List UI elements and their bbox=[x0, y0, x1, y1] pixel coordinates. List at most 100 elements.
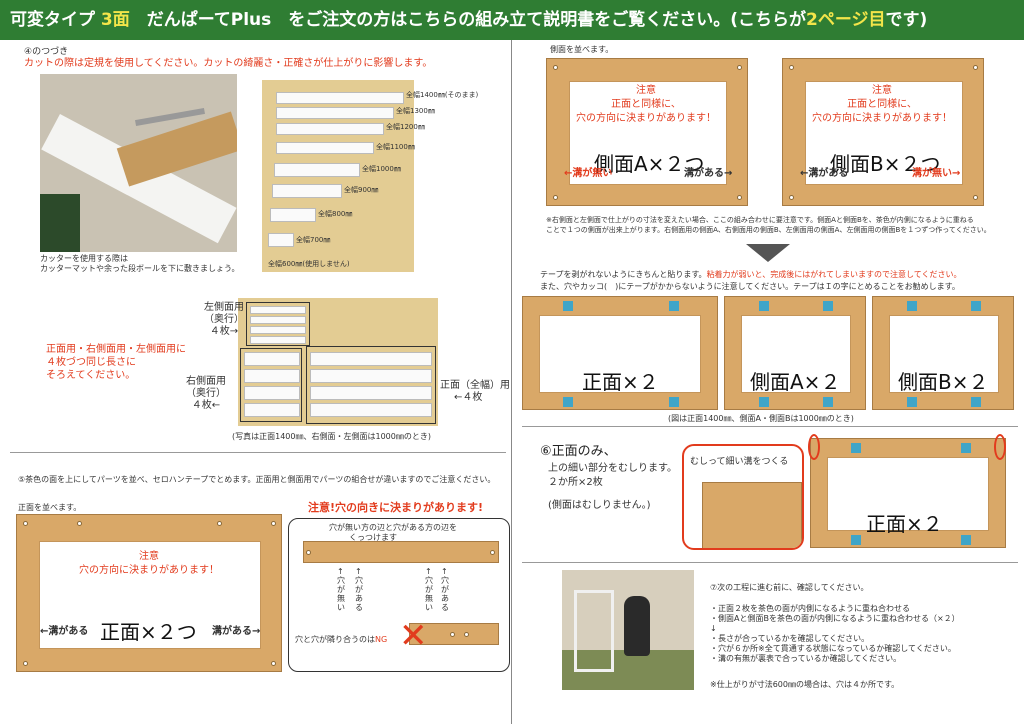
side-b-has-groove: ←溝がある bbox=[800, 168, 849, 179]
side-a-x2-label: 側面A×２つ bbox=[594, 152, 705, 176]
side-a-board bbox=[546, 58, 748, 206]
tape-mark bbox=[907, 397, 917, 407]
strip-right-4 bbox=[244, 403, 300, 417]
section-rule-right-2 bbox=[522, 562, 1018, 563]
front-notice-title: 注意 bbox=[139, 551, 159, 562]
check-list: ・正面２枚を茶色の面が内側になるように重ね合わせる ・側面Aと側面Bを茶色の面が… bbox=[710, 604, 960, 664]
side-b-notice-body-2: 穴の方向に決まりがあります！ bbox=[812, 113, 952, 124]
tape-mark bbox=[669, 397, 679, 407]
header-text-1: 可変タイプ bbox=[10, 10, 101, 30]
photo-caption: (写真は正面1400㎜、右側面・左側面は1000㎜のとき) bbox=[232, 432, 431, 441]
right-side-label-3: ４枚← bbox=[191, 400, 221, 411]
check-item-1: ・正面２枚を茶色の面が内側になるように重ね合わせる bbox=[710, 604, 910, 613]
page-header: 可変タイプ 3面 だんぱーてPlus をご注文の方はこちらの組み立て説明書をご覧… bbox=[0, 0, 1024, 40]
tape-note-2: また、穴やカッコ( )にテープがかからないように注意してください。テープはＩの字… bbox=[540, 282, 960, 291]
hole bbox=[553, 195, 558, 200]
hole bbox=[973, 65, 978, 70]
check-item-6: ※仕上がりが寸法600㎜の場合は、穴は４か所です。 bbox=[710, 680, 900, 689]
callout-board bbox=[702, 482, 802, 548]
cutter-caption-1: カッターを使用する際は bbox=[40, 254, 128, 263]
tape-note-1a: テープを剥がれないようにきちんと貼ります。 bbox=[540, 270, 707, 279]
width-label-1000: 全幅1000㎜ bbox=[362, 165, 401, 173]
tape-mark bbox=[563, 397, 573, 407]
width-label-1400: 全幅1400㎜(そのまま) bbox=[406, 91, 479, 99]
ng-text-a: 穴と穴が隣り合うのは bbox=[295, 635, 375, 644]
front-notice-body: 穴の方向に決まりがあります！ bbox=[79, 565, 219, 576]
check-item-2: ・側面Aと側面Bを茶色の面が内側になるように重ね合わせる（×２） bbox=[710, 614, 960, 623]
side-b-x2-taped-label: 側面B×２ bbox=[898, 370, 989, 394]
check-item-5: ・溝の有無が裏表で合っているか確認してください。 bbox=[710, 654, 902, 663]
hole bbox=[23, 661, 28, 666]
step7-title: ⑦次の工程に進む前に、確認してください。 bbox=[710, 583, 869, 592]
warning-title: 注意!穴の向きに決まりがあります! bbox=[308, 501, 484, 514]
callout-box: むしって細い溝をつくる bbox=[682, 444, 804, 550]
strip-1200 bbox=[276, 123, 384, 135]
warning-box: 穴が無い方の辺と穴がある方の辺を くっつけます ↑穴が無い ↑穴がある ↑穴が無… bbox=[288, 518, 510, 672]
front-taped-window bbox=[539, 315, 701, 393]
no-hole-label-1: ↑穴が無い bbox=[337, 567, 345, 612]
down-arrow-icon bbox=[746, 244, 790, 262]
tape-mark bbox=[851, 535, 861, 545]
strip-left-2 bbox=[250, 316, 306, 324]
front-label-1: 正面（全幅）用 bbox=[440, 380, 510, 391]
side-a-notice-body-2: 穴の方向に決まりがあります！ bbox=[576, 113, 716, 124]
side-b-notice: 注意 正面と同様に、 穴の方向に決まりがあります！ bbox=[802, 84, 962, 126]
right-side-label-2: （奥行） bbox=[186, 388, 226, 399]
tape-mark bbox=[823, 301, 833, 311]
warning-attach-1: 穴が無い方の辺と穴がある方の辺を bbox=[329, 523, 457, 532]
width-label-600: 全幅600㎜(使用しません) bbox=[268, 260, 350, 268]
strip-right-1 bbox=[244, 352, 300, 366]
front-label-2: ←４枚 bbox=[454, 392, 483, 403]
header-text-3: です) bbox=[885, 10, 928, 30]
same-length-2: ４枚づつ同じ長さに bbox=[46, 357, 136, 368]
strip-1100 bbox=[276, 142, 374, 154]
tape-note-1b: 粘着力が弱いと、完成後にはがれてしまいますので注意してください。 bbox=[706, 270, 962, 279]
right-side-label-1: 右側面用 bbox=[186, 376, 226, 387]
front-board-diagram bbox=[16, 514, 282, 672]
strip-1400 bbox=[276, 92, 404, 104]
person bbox=[624, 596, 650, 656]
step4-continued: ④のつづき bbox=[24, 47, 69, 57]
strip-right-2 bbox=[244, 369, 300, 383]
side-a-x2-taped-label: 側面A×２ bbox=[750, 370, 841, 394]
cutter-caption-2: カッターマットや余った段ボールを下に敷きましょう。 bbox=[40, 264, 240, 273]
tape-mark bbox=[759, 397, 769, 407]
diagram-caption: (図は正面1400㎜、側面A・側面Bは1000㎜のとき) bbox=[668, 414, 854, 423]
size-note-2: ことで１つの側面が出来上がります。右側面用の側面A、右側面用の側面B、左側面用の… bbox=[546, 226, 991, 234]
front-stripped-board bbox=[810, 438, 1006, 548]
step6-body-2: ２か所×2枚 bbox=[548, 477, 603, 488]
cutter-photo bbox=[40, 74, 237, 252]
hole bbox=[77, 521, 82, 526]
front-x2-taped-label: 正面×２ bbox=[582, 370, 659, 394]
tape-mark bbox=[971, 301, 981, 311]
step4-cut-note: カットの際は定規を使用してください。カットの綺麗さ・正確さが仕上がりに影響します… bbox=[24, 58, 433, 69]
held-board bbox=[574, 590, 614, 672]
strip-1300 bbox=[276, 107, 394, 119]
same-length-1: 正面用・右側面用・左側面用に bbox=[46, 344, 186, 355]
column-divider bbox=[511, 40, 512, 724]
width-label-800: 全幅800㎜ bbox=[318, 210, 353, 218]
check-arrow: ↓ bbox=[710, 624, 717, 633]
side-b-x2-label: 側面B×２つ bbox=[830, 152, 941, 176]
size-note-1: ※右側面と左側面で仕上がりの寸法を変えたい場合、ここの組み合わせに要注意です。側… bbox=[546, 216, 974, 224]
hole bbox=[737, 195, 742, 200]
widths-photo: 全幅1400㎜(そのまま) 全幅1300㎜ 全幅1200㎜ 全幅1100㎜ 全幅… bbox=[262, 80, 478, 272]
left-side-label-3: ４枚→ bbox=[209, 326, 239, 337]
side-a-has-groove: 溝がある→ bbox=[684, 168, 733, 179]
side-a-notice: 注意 正面と同様に、 穴の方向に決まりがあります！ bbox=[566, 84, 726, 126]
left-side-group bbox=[246, 302, 310, 346]
right-side-group bbox=[240, 348, 302, 422]
width-label-900: 全幅900㎜ bbox=[344, 186, 379, 194]
strip-700 bbox=[268, 233, 294, 247]
hole bbox=[271, 521, 276, 526]
width-label-1300: 全幅1300㎜ bbox=[396, 107, 435, 115]
header-highlight-2: 2ページ目 bbox=[806, 10, 886, 30]
ng-text: 穴と穴が隣り合うのはNG bbox=[295, 635, 387, 644]
tape-mark bbox=[823, 397, 833, 407]
hole bbox=[217, 521, 222, 526]
strip-900 bbox=[272, 184, 342, 198]
side-b-notice-body-1: 正面と同様に、 bbox=[847, 99, 917, 110]
ng-strips bbox=[409, 623, 499, 645]
strip-left-4 bbox=[250, 336, 306, 344]
has-hole-label-2: ↑穴がある bbox=[441, 567, 449, 612]
